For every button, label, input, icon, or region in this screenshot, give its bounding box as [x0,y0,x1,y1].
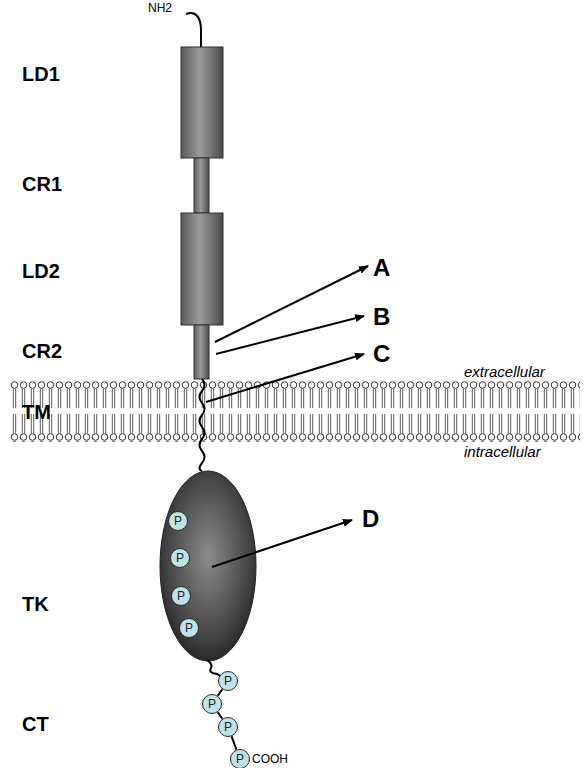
domain-label: LD1 [22,63,60,86]
tail-segment [232,736,237,749]
ligand-domain-1 [181,47,223,158]
domain-label: TK [22,593,49,616]
phospho-site: P [218,671,238,691]
terminus-label: COOH [252,752,288,766]
pointer-arrow [215,266,368,342]
phospho-site: P [168,511,188,531]
phospho-label: P [177,590,185,602]
phospho-site: P [170,548,190,568]
tail-segment [218,689,223,696]
tyrosine-kinase-domain [160,471,256,661]
domain-label: CT [22,713,49,736]
phospho-label: P [176,552,184,564]
callout-letter: A [373,254,390,282]
lipid-bilayer [10,381,580,442]
callout-letter: C [373,340,390,368]
domain-label: CR1 [22,173,62,196]
region-label: intracellular [464,443,541,460]
phospho-site: P [230,749,250,768]
cysteine-region-1 [194,158,209,213]
region-label: extracellular [464,363,545,380]
callout-letter: B [373,303,390,331]
cysteine-region-2 [194,325,209,379]
terminus-label: NH2 [148,1,172,15]
transmembrane-segment [200,379,205,471]
n-terminus-line [186,13,201,47]
domain-label: TM [22,401,51,424]
phospho-label: P [185,622,193,634]
phospho-site: P [171,586,191,606]
phospho-label: P [224,675,232,687]
domain-label: CR2 [22,340,62,363]
pointer-arrow [206,354,364,402]
phospho-site: P [218,717,238,737]
phospho-label: P [224,721,232,733]
phospho-label: P [208,698,216,710]
callout-letter: D [362,505,379,533]
pointer-arrow [212,520,352,567]
phospho-label: P [174,515,182,527]
pointer-arrow [216,316,364,354]
phospho-site: P [179,618,199,638]
phospho-site: P [202,694,222,714]
domain-label: LD2 [22,260,60,283]
ligand-domain-2 [181,213,223,325]
phospho-label: P [236,753,244,765]
